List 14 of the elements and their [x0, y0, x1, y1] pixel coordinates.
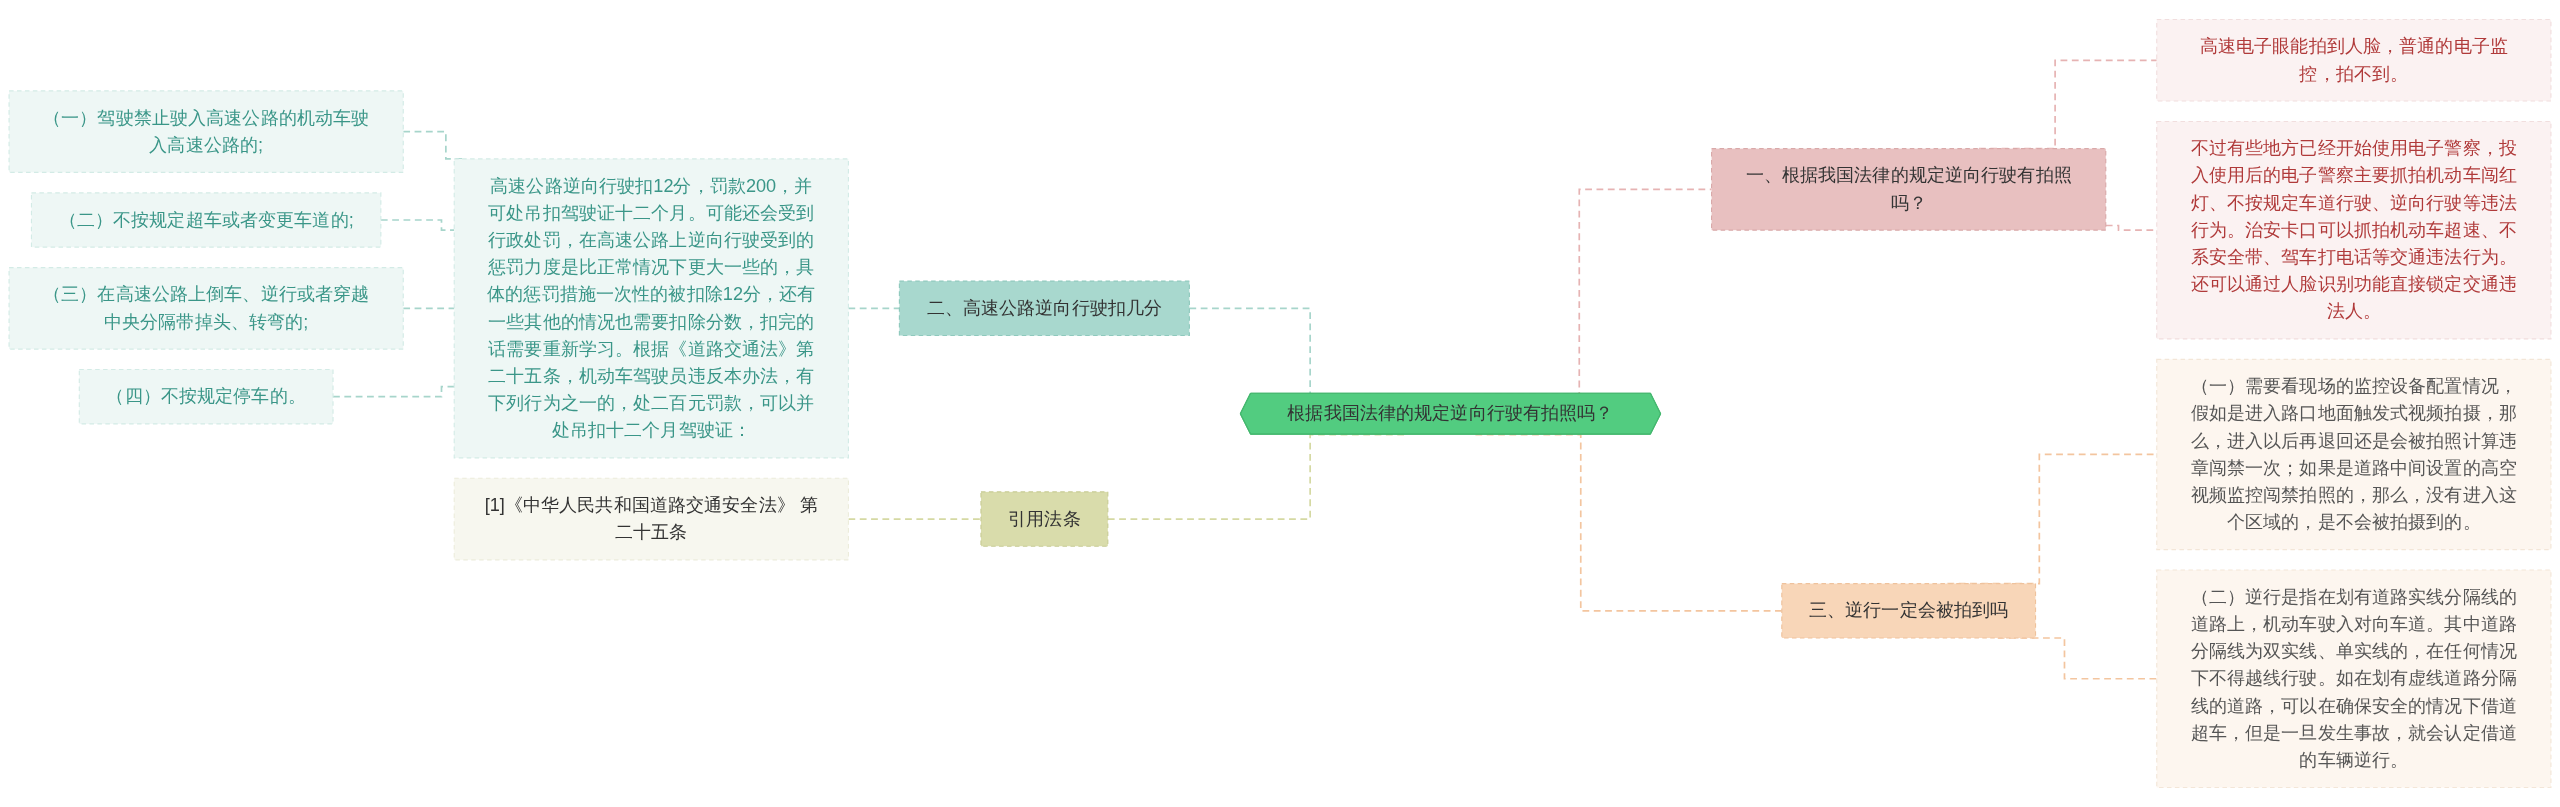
node-box: （一）驾驶禁止驶入高速公路的机动车驶入高速公路的; [8, 90, 404, 173]
node-box: （一）需要看现场的监控设备配置情况，假如是进入路口地面触发式视频拍摄，那么，进入以后再退回还是会被拍照计算违章闯禁一次；如果是道路中间设置的高空视频监控闯禁拍照的，那么，没有进入这个区域的，是不会被拍摄到的。 [2156, 358, 2552, 551]
node-box: 不过有些地方已经开始使用电子警察，投入使用后的电子警察主要抓拍机动车闯红灯、不按规定车道行驶、逆向行驶等违法行为。治安卡口可以抓拍机动车超速、不系安全带、驾车打电话等交通违法行为。还可以通过人脸识别功能直接锁定交通违法人。 [2156, 120, 2552, 340]
node-box: [1]《中华人民共和国道路交通安全法》 第二十五条 [453, 477, 849, 561]
node-box: 二、高速公路逆向行驶扣几分 [898, 280, 1190, 337]
node-box: 引用法条 [980, 491, 1109, 547]
node-box: 高速公路逆向行驶扣12分，罚款200，并可处吊扣驾驶证十二个月。可能还会受到行政处罚，在高速公路上逆向行驶受到的惩罚力度是比正常情况下更大一些的，具体的惩罚措施一次性的被扣除12分，还有一些其他的情况也需要扣除分数，扣完的话需要重新学习。根据《道路交通法》第二十五条，机动车驾驶员违反本办法，有下列行为之一的，处二百元罚款，可以并处吊扣十二个月驾驶证： [453, 158, 849, 459]
node-box: （二）不按规定超车或者变更车道的; [30, 192, 382, 248]
node-box: 高速电子眼能拍到人脸，普通的电子监控，拍不到。 [2156, 18, 2552, 102]
node-box: 三、逆行一定会被拍到吗 [1781, 583, 2037, 639]
node-box: （四）不按规定停车的。 [78, 368, 334, 425]
node-box: 一、根据我国法律的规定逆向行驶有拍照吗？ [1711, 148, 2107, 231]
node-box: （三）在高速公路上倒车、逆行或者穿越中央分隔带掉头、转弯的; [8, 267, 404, 350]
node-box: （二）逆行是指在划有道路实线分隔线的道路上，机动车驶入对向车道。其中道路分隔线为双实线、单实线的，在任何情况下不得越线行驶。如在划有虚线道路分隔线的道路，可以在确保安全的情况下借道超车，但是一旦发生事故，就会认定借道的车辆逆行。 [2156, 569, 2552, 789]
